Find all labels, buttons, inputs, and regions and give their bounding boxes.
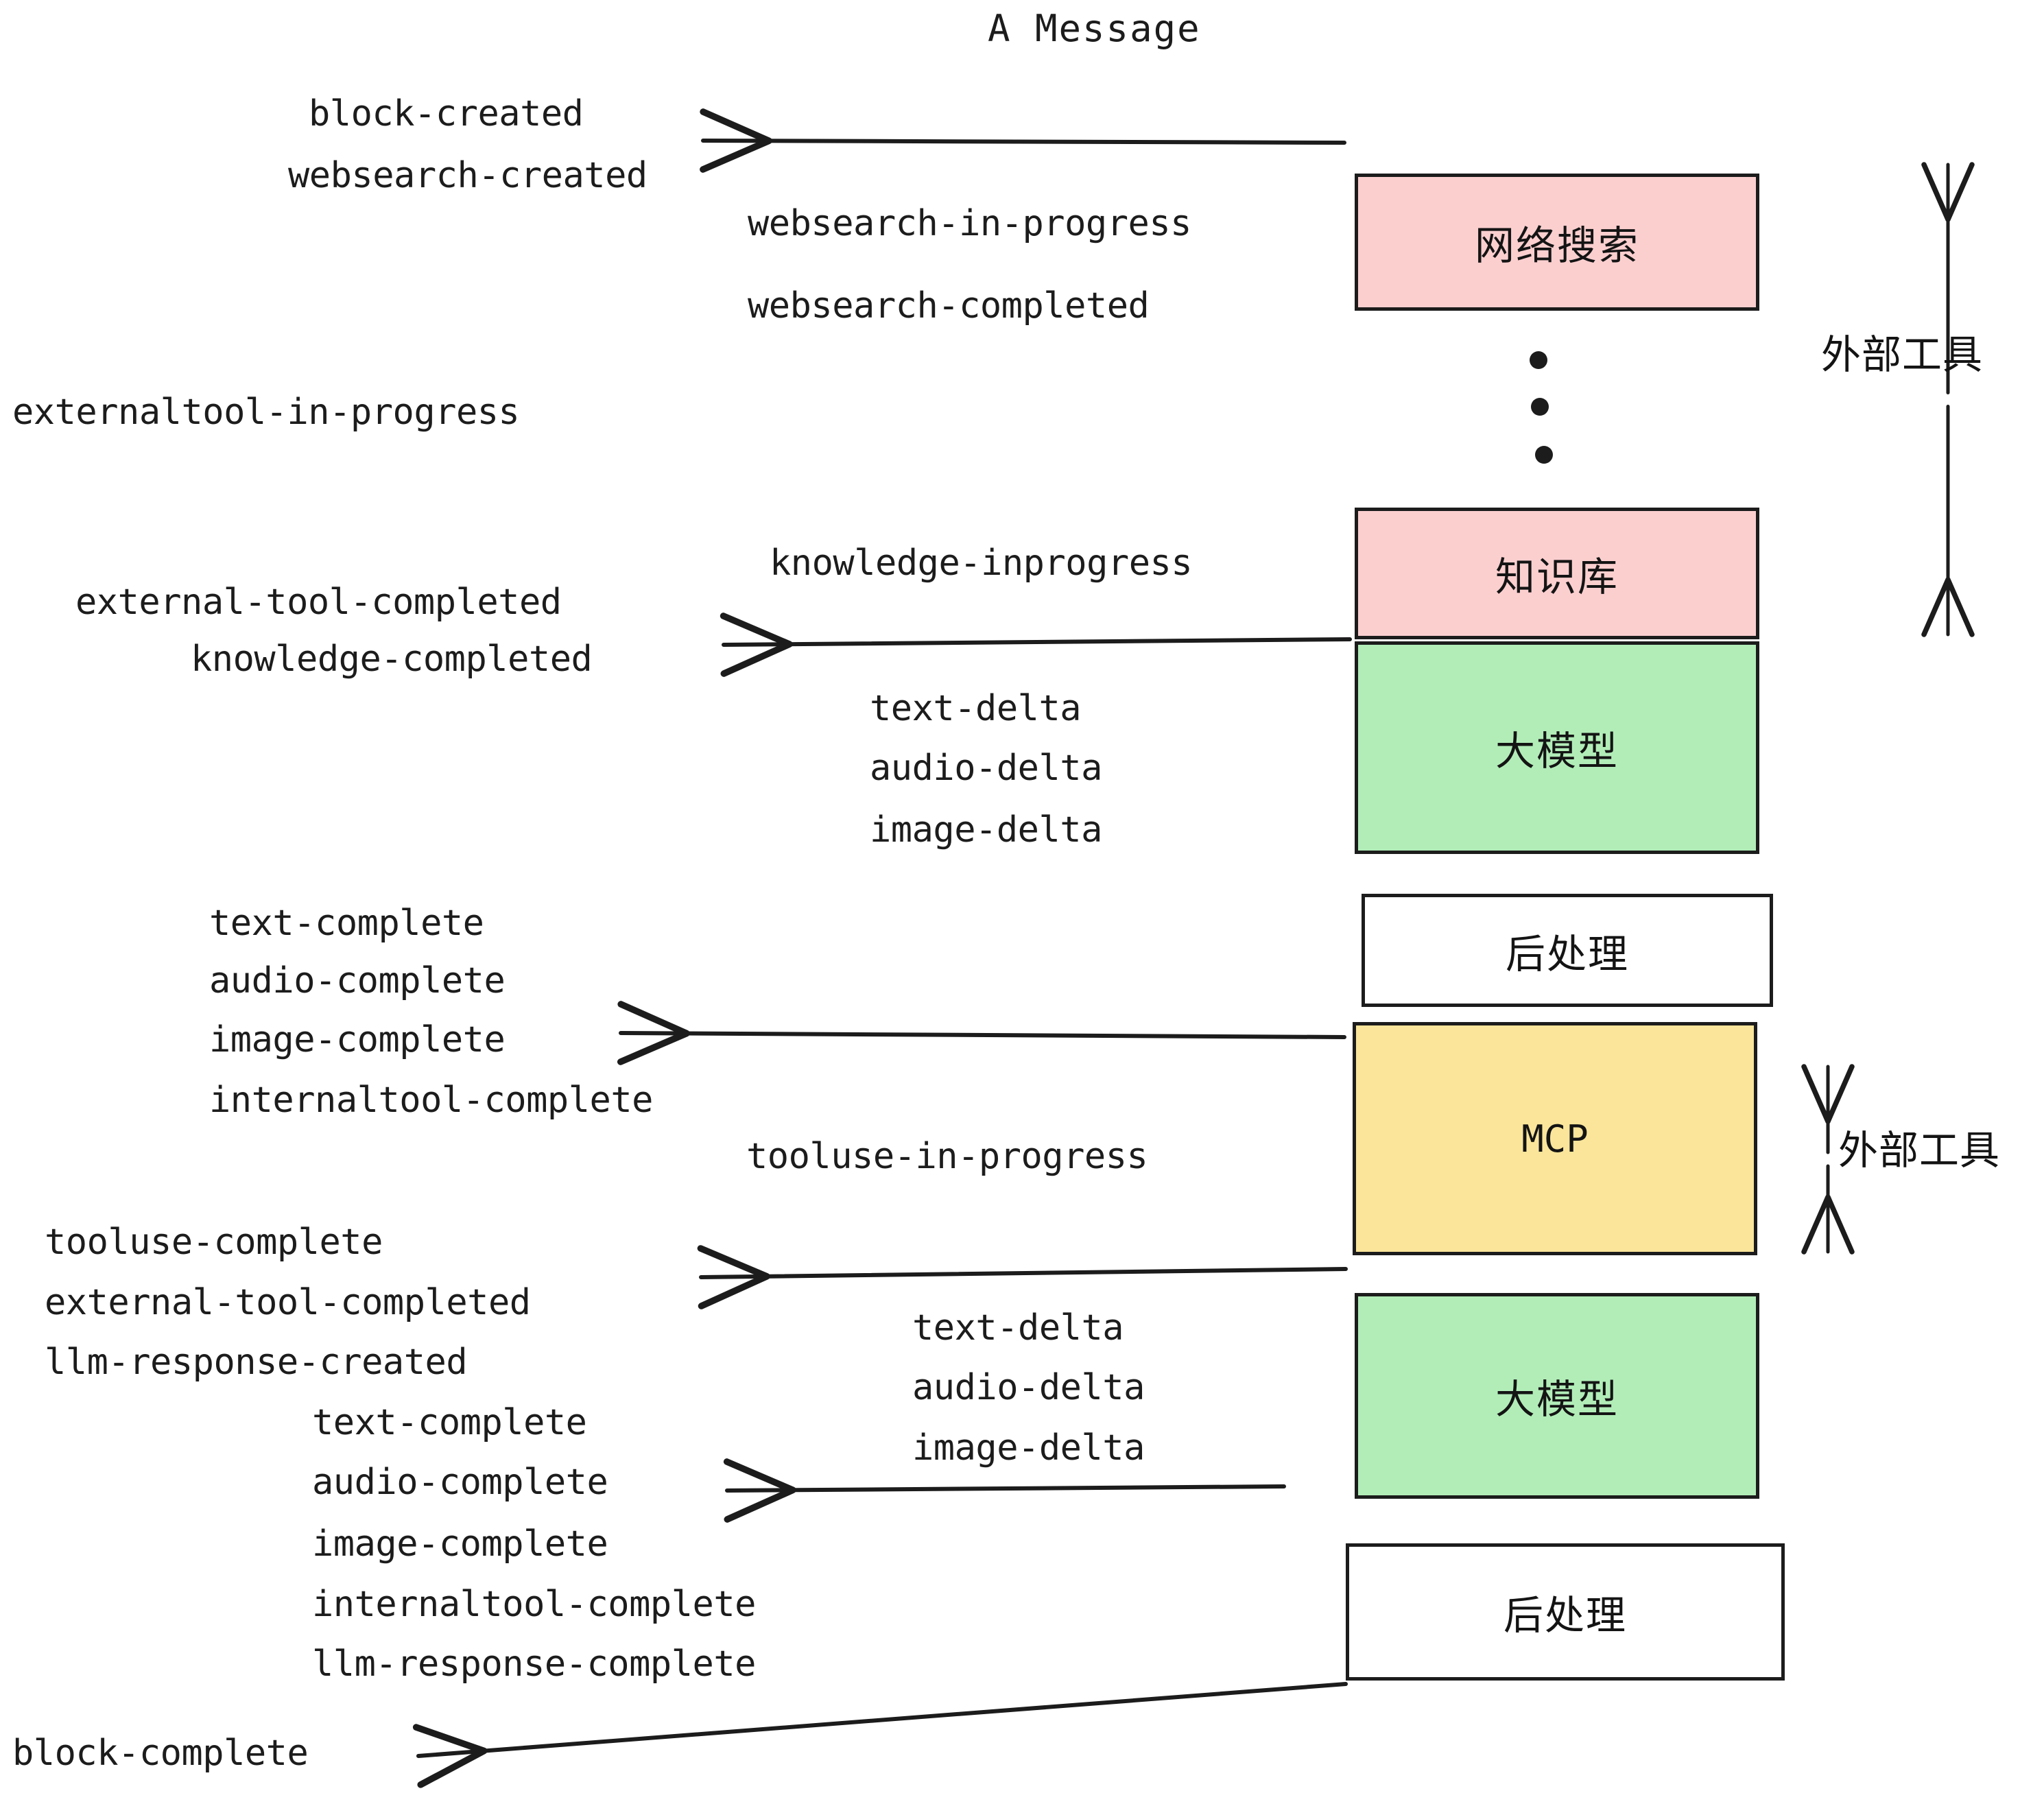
node-box-label: 大模型: [1495, 1376, 1619, 1423]
event-label: text-complete: [312, 1402, 587, 1443]
ellipsis-dot-0: [1530, 351, 1547, 369]
knowledge-to-completed-arrow: [720, 613, 1352, 677]
event-label: text-complete: [209, 903, 484, 944]
external-tool-scope-label: 外部工具: [1821, 331, 1984, 378]
event-label: internaltool-complete: [312, 1584, 756, 1625]
node-box-mcp: MCP: [1353, 1022, 1757, 1255]
event-label: audio-complete: [312, 1462, 608, 1503]
post-to-block-complete-arrow: [412, 1682, 1348, 1788]
scope-arrows-group: [1801, 162, 1975, 1255]
event-label: audio-complete: [209, 960, 506, 1001]
ellipsis-dot-2: [1535, 446, 1553, 464]
external-tool-scope-label: 外部工具: [1838, 1127, 2001, 1174]
node-box-6: 后处理: [1346, 1543, 1785, 1681]
llm-to-audio-complete-arrow: [723, 1458, 1286, 1523]
page-title: A Message: [988, 7, 1201, 50]
websearch-to-block-created-arrow: [700, 108, 1346, 173]
event-label: text-delta: [912, 1307, 1124, 1349]
node-box-label: 大模型: [1495, 728, 1619, 774]
mcp-to-image-complete-arrow: [617, 1001, 1346, 1065]
node-box-5: 大模型: [1355, 1293, 1759, 1499]
event-label: external-tool-completed: [75, 582, 562, 623]
event-label: image-complete: [209, 1019, 506, 1060]
mcp-to-tooluse-complete-arrow: [697, 1245, 1348, 1309]
event-label: tooluse-in-progress: [746, 1136, 1148, 1177]
event-label: knowledge-inprogress: [770, 543, 1193, 584]
event-label: llm-response-created: [45, 1342, 468, 1383]
node-box-label: 后处理: [1505, 930, 1629, 977]
event-label: audio-delta: [912, 1367, 1145, 1408]
event-label: image-delta: [870, 809, 1102, 851]
node-box-label: 知识库: [1495, 554, 1619, 600]
ellipsis-dot-1: [1531, 398, 1549, 416]
event-label: websearch-completed: [748, 285, 1150, 327]
node-box-3: 后处理: [1362, 894, 1773, 1007]
node-box-2: 大模型: [1355, 641, 1759, 854]
node-box-label: 网络搜索: [1474, 222, 1639, 269]
event-label: knowledge-completed: [191, 639, 593, 680]
event-label: audio-delta: [870, 748, 1102, 789]
event-label: block-complete: [12, 1733, 309, 1774]
node-box-0: 网络搜索: [1355, 174, 1759, 311]
event-label: websearch-created: [288, 155, 647, 196]
node-box-label: 后处理: [1503, 1592, 1627, 1639]
event-label: external-tool-completed: [45, 1282, 531, 1323]
event-label: image-complete: [312, 1523, 608, 1565]
flow-arrows-group: [412, 108, 1352, 1788]
event-label: tooluse-complete: [45, 1222, 383, 1263]
node-box-label: MCP: [1521, 1117, 1589, 1161]
event-label: llm-response-complete: [312, 1643, 756, 1685]
event-label: externaltool-in-progress: [12, 392, 520, 433]
event-label: block-created: [309, 93, 584, 134]
event-label: image-delta: [912, 1427, 1145, 1469]
node-box-1: 知识库: [1355, 508, 1759, 639]
event-label: text-delta: [870, 688, 1082, 729]
event-label: internaltool-complete: [209, 1080, 653, 1121]
event-label: websearch-in-progress: [748, 203, 1191, 244]
